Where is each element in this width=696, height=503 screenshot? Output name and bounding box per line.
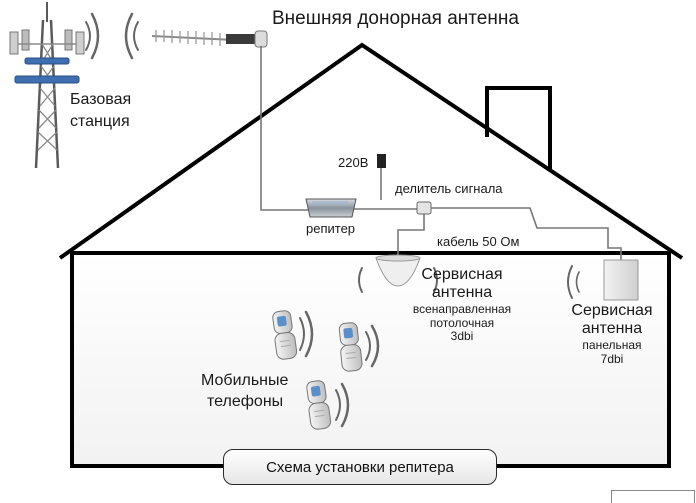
panel-antenna-line2: антенна	[581, 320, 643, 338]
ceiling-antenna-icon	[375, 254, 421, 287]
repeater-label: репитер	[306, 221, 356, 236]
roof	[58, 42, 684, 260]
donor-antenna-title: Внешняя донорная антенна	[272, 8, 519, 29]
splitter-icon	[416, 201, 432, 215]
power-adapter-icon	[377, 154, 386, 200]
ceiling-antenna-line1: Сервисная	[421, 266, 503, 283]
ceiling-antenna-line5: 3dbi	[450, 329, 474, 344]
ceiling-antenna-line4: потолочная	[429, 315, 495, 330]
signal-waves-icon	[335, 382, 350, 428]
base-station-label-line2: станция	[70, 113, 130, 130]
ceiling-antenna-line3: всенаправленная	[412, 301, 512, 316]
signal-waves-icon	[85, 12, 100, 60]
ceiling-antenna-cable	[397, 214, 425, 260]
panel-antenna-line3: панельная	[582, 337, 642, 352]
cable-label: кабель 50 Ом	[437, 234, 520, 249]
panel-antenna-line4: 7dbi	[600, 351, 624, 366]
base-station-label-line1: Базовая	[70, 91, 132, 108]
signal-waves-icon	[358, 267, 438, 293]
ceiling-antenna-line2: антенна	[431, 284, 493, 302]
chimney	[485, 86, 552, 170]
phones-label-line1: Мобильные	[201, 372, 289, 389]
panel-antenna-cable	[431, 207, 622, 260]
signal-waves-icon	[567, 265, 580, 299]
panel-antenna-icon	[603, 259, 639, 301]
repeater-icon	[305, 198, 357, 218]
yagi-antenna-icon	[151, 30, 268, 48]
panel-antenna-label: Сервисная антенна панельная 7dbi	[562, 302, 662, 366]
signal-waves-icon	[365, 324, 380, 368]
ceiling-antenna-label: Сервисная антенна всенаправленная потоло…	[400, 266, 524, 344]
panel-antenna-line1: Сервисная	[571, 302, 653, 319]
signal-waves-icon	[299, 310, 314, 358]
power-label: 220В	[338, 155, 369, 170]
splitter-label: делитель сигнала	[395, 181, 503, 196]
signal-waves-icon	[124, 12, 139, 60]
corner-tab	[611, 490, 695, 503]
diagram-caption: Схема установки репитера	[223, 449, 497, 485]
donor-cable	[260, 46, 310, 211]
cell-tower-icon	[9, 2, 85, 169]
phones-label-line2: телефоны	[207, 393, 284, 410]
